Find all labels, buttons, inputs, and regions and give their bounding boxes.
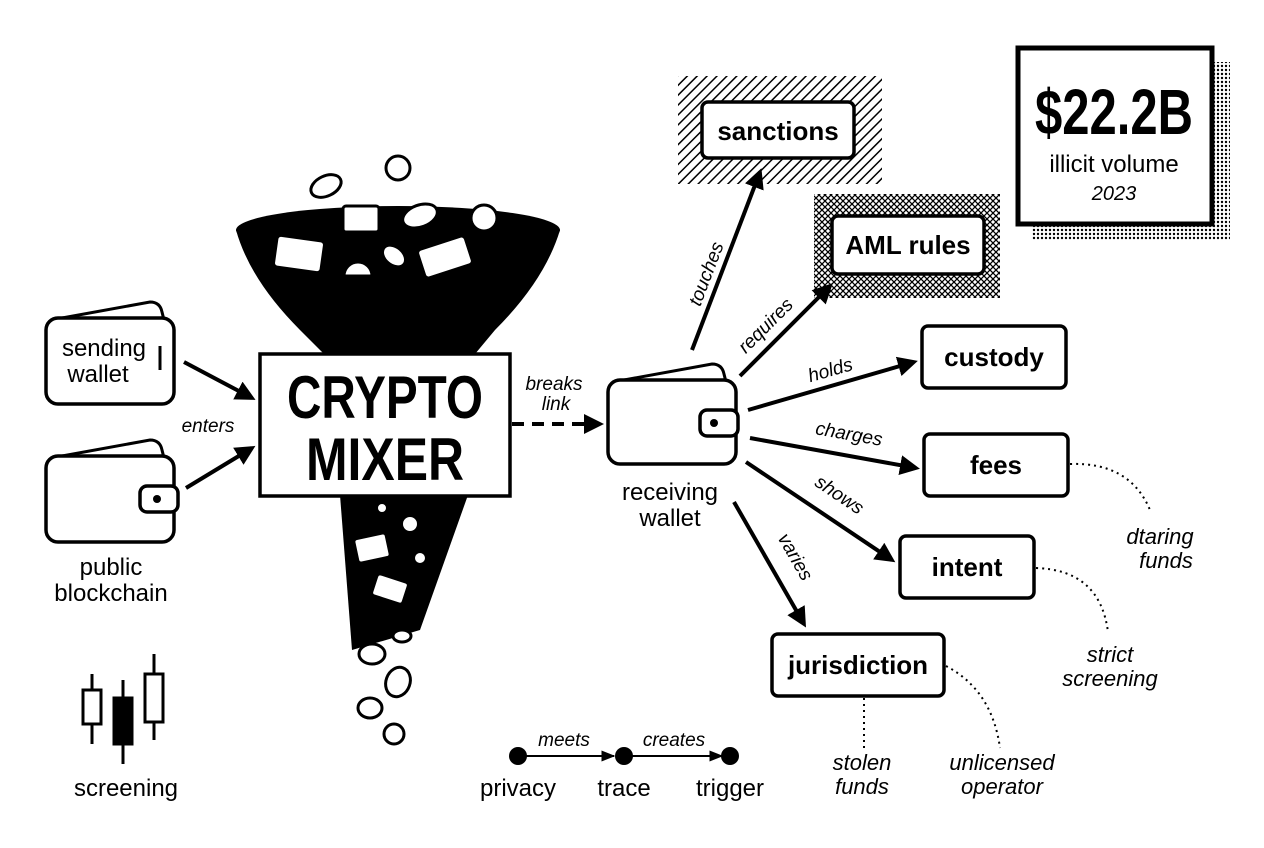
mixer-funnel bbox=[236, 154, 560, 746]
public-blockchain-label-1: public bbox=[80, 554, 143, 581]
sending-wallet-label-1: sending bbox=[62, 335, 146, 362]
receiving-wallet-label-2: wallet bbox=[638, 505, 701, 532]
trigger-label: trigger bbox=[696, 775, 764, 802]
mixer-line2: MIXER bbox=[306, 426, 464, 493]
jurisdiction-note-2: funds bbox=[835, 774, 889, 799]
trace-dot bbox=[615, 747, 633, 765]
varies-label: varies bbox=[773, 530, 817, 585]
fees-label: fees bbox=[970, 450, 1022, 480]
holds-arrow bbox=[747, 356, 918, 412]
candlestick-icon bbox=[81, 654, 165, 764]
fees-callout-line bbox=[1069, 462, 1151, 511]
aml-node bbox=[830, 214, 986, 276]
jurisdiction-note-4: operator bbox=[961, 774, 1045, 799]
mixer-line1: CRYPTO bbox=[287, 364, 483, 431]
receiving-wallet-icon bbox=[606, 362, 740, 466]
public-arrow bbox=[184, 445, 256, 490]
meets-label: meets bbox=[538, 730, 590, 751]
trace-label: trace bbox=[597, 775, 650, 802]
custody-label: custody bbox=[944, 342, 1044, 372]
requires-arrow bbox=[738, 283, 833, 378]
fees-node bbox=[922, 432, 1070, 498]
public-wallet-icon bbox=[44, 438, 180, 544]
stat-value: $22.2B bbox=[1035, 76, 1193, 148]
fees-note-2: funds bbox=[1139, 548, 1193, 573]
sanctions-label: sanctions bbox=[717, 116, 838, 146]
jurisdiction-note-1: stolen bbox=[833, 750, 892, 775]
privacy-dot bbox=[509, 747, 527, 765]
intent-callout-line bbox=[1035, 567, 1109, 633]
unlicensed-callout-line bbox=[945, 665, 1001, 749]
intent-label: intent bbox=[932, 552, 1003, 582]
receiving-wallet-label-1: receiving bbox=[622, 479, 718, 506]
sending-wallet-icon bbox=[44, 300, 176, 406]
shows-arrow bbox=[744, 460, 896, 563]
stat-label: illicit volume bbox=[1049, 151, 1178, 178]
jurisdiction-note-3: unlicensed bbox=[949, 750, 1055, 775]
trigger-dot bbox=[721, 747, 739, 765]
intent-note-1: strict bbox=[1087, 642, 1134, 667]
sanctions-node bbox=[700, 100, 856, 160]
stat-year: 2023 bbox=[1091, 183, 1137, 205]
breaks-label-2: link bbox=[542, 394, 572, 415]
stat-box bbox=[1015, 45, 1215, 227]
screening-label: screening bbox=[74, 775, 178, 802]
sending-wallet-label-2: wallet bbox=[66, 361, 129, 388]
intent-note-2: screening bbox=[1062, 666, 1158, 691]
enters-label: enters bbox=[182, 416, 235, 437]
mixer-box bbox=[258, 352, 512, 498]
creates-label: creates bbox=[643, 730, 706, 751]
touches-arrow bbox=[690, 168, 764, 351]
breaks-label-1: breaks bbox=[525, 374, 583, 395]
public-blockchain-label-2: blockchain bbox=[54, 580, 167, 607]
jurisdiction-node bbox=[770, 632, 946, 698]
custody-node bbox=[920, 324, 1068, 390]
charges-arrow bbox=[749, 436, 920, 475]
jurisdiction-label: jurisdiction bbox=[787, 650, 928, 680]
fees-note-1: dtaring bbox=[1126, 524, 1194, 549]
aml-label: AML rules bbox=[845, 230, 970, 260]
privacy-label: privacy bbox=[480, 775, 556, 802]
charges-label: charges bbox=[814, 418, 885, 451]
intent-node bbox=[898, 534, 1036, 600]
varies-arrow bbox=[732, 501, 806, 628]
sending-arrow bbox=[183, 360, 256, 400]
